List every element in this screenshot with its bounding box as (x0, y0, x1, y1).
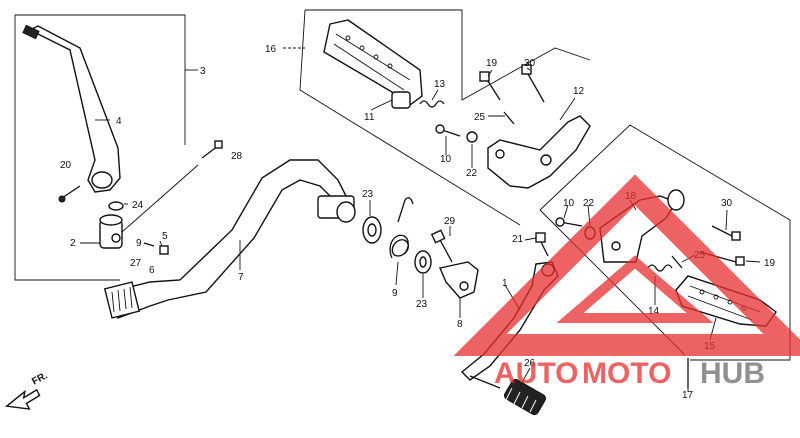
brake-pedal (103, 159, 356, 319)
clevis-8 (439, 261, 479, 299)
label-part-9-small: 9 (136, 238, 142, 249)
pin-10-front (555, 217, 583, 227)
spring-13 (419, 100, 445, 108)
label-part-27: 27 (130, 258, 142, 269)
label-part-22-front: 22 (583, 198, 595, 209)
inner-triangle-icon (556, 255, 714, 323)
pin-10-rear (435, 124, 461, 137)
label-part-20: 20 (60, 160, 72, 171)
bolt-20 (58, 185, 81, 203)
rubber-26 (504, 378, 546, 416)
label-part-13: 13 (434, 79, 446, 90)
label-part-10-rear: 10 (440, 154, 452, 165)
label-part-5: 5 (162, 231, 168, 242)
pin-25-front (671, 255, 683, 269)
pin-25-rear (503, 111, 515, 125)
kick-starter-spindle (99, 201, 124, 249)
bolt-21 (535, 232, 549, 257)
label-part-23-upper: 23 (362, 189, 374, 200)
fr-label: FR. (30, 370, 50, 387)
watermark-moto: MOTO (582, 357, 671, 390)
label-part-10-front: 10 (563, 198, 575, 209)
label-part-14: 14 (648, 306, 660, 317)
group-frame-rear-step (283, 9, 591, 226)
label-part-17: 17 (682, 390, 694, 401)
label-part-7: 7 (238, 272, 244, 283)
kick-starter-arm (22, 24, 121, 193)
bolt-30-front (711, 225, 741, 241)
label-part-30-front: 30 (721, 198, 733, 209)
label-part-1: 1 (502, 278, 508, 289)
watermark-logo: AUTO MOTO HUB (453, 174, 800, 390)
label-part-9: 9 (392, 288, 398, 299)
label-part-28: 28 (231, 151, 243, 162)
watermark-hub: HUB (700, 357, 765, 390)
washer-23-upper (362, 216, 382, 244)
label-part-6: 6 (149, 265, 155, 276)
label-part-26: 26 (524, 358, 536, 369)
return-spring-9 (389, 197, 414, 259)
washer-24 (108, 201, 124, 211)
spring-14 (647, 264, 673, 272)
label-part-4: 4 (116, 116, 122, 127)
label-part-24: 24 (132, 200, 144, 211)
label-part-19-front: 19 (764, 258, 776, 269)
label-part-19-rear: 19 (486, 58, 498, 69)
label-part-16: 16 (265, 44, 277, 55)
bolt-28 (201, 140, 223, 159)
warning-triangle-icon (453, 174, 800, 356)
bolt-30-rear (521, 64, 545, 103)
label-part-30-rear: 30 (524, 58, 536, 69)
rear-step-bracket-12 (487, 115, 591, 189)
label-part-12: 12 (573, 86, 585, 97)
rear-step-11 (323, 19, 423, 109)
front-arrow-icon (4, 388, 41, 410)
nut-22-rear (466, 131, 478, 143)
label-part-8: 8 (457, 319, 463, 330)
group-frame-kick-starter (14, 14, 198, 281)
label-part-29: 29 (444, 216, 456, 227)
label-part-11: 11 (364, 112, 375, 123)
leader-28 (121, 164, 199, 233)
watermark-auto: AUTO (494, 357, 578, 390)
washer-23-lower (414, 250, 432, 274)
bolt-29 (430, 229, 453, 263)
label-part-21: 21 (512, 234, 524, 245)
label-part-3: 3 (200, 66, 206, 77)
label-part-22-rear: 22 (466, 168, 478, 179)
label-part-25-rear: 25 (474, 112, 486, 123)
label-part-23-lower: 23 (416, 299, 428, 310)
bolt-19-rear (479, 71, 501, 101)
label-part-2: 2 (70, 238, 76, 249)
part-labels: 3 4 20 28 24 2 5 9 27 6 7 23 9 23 29 8 1… (60, 44, 776, 401)
small-parts-5-6-27 (143, 242, 169, 255)
